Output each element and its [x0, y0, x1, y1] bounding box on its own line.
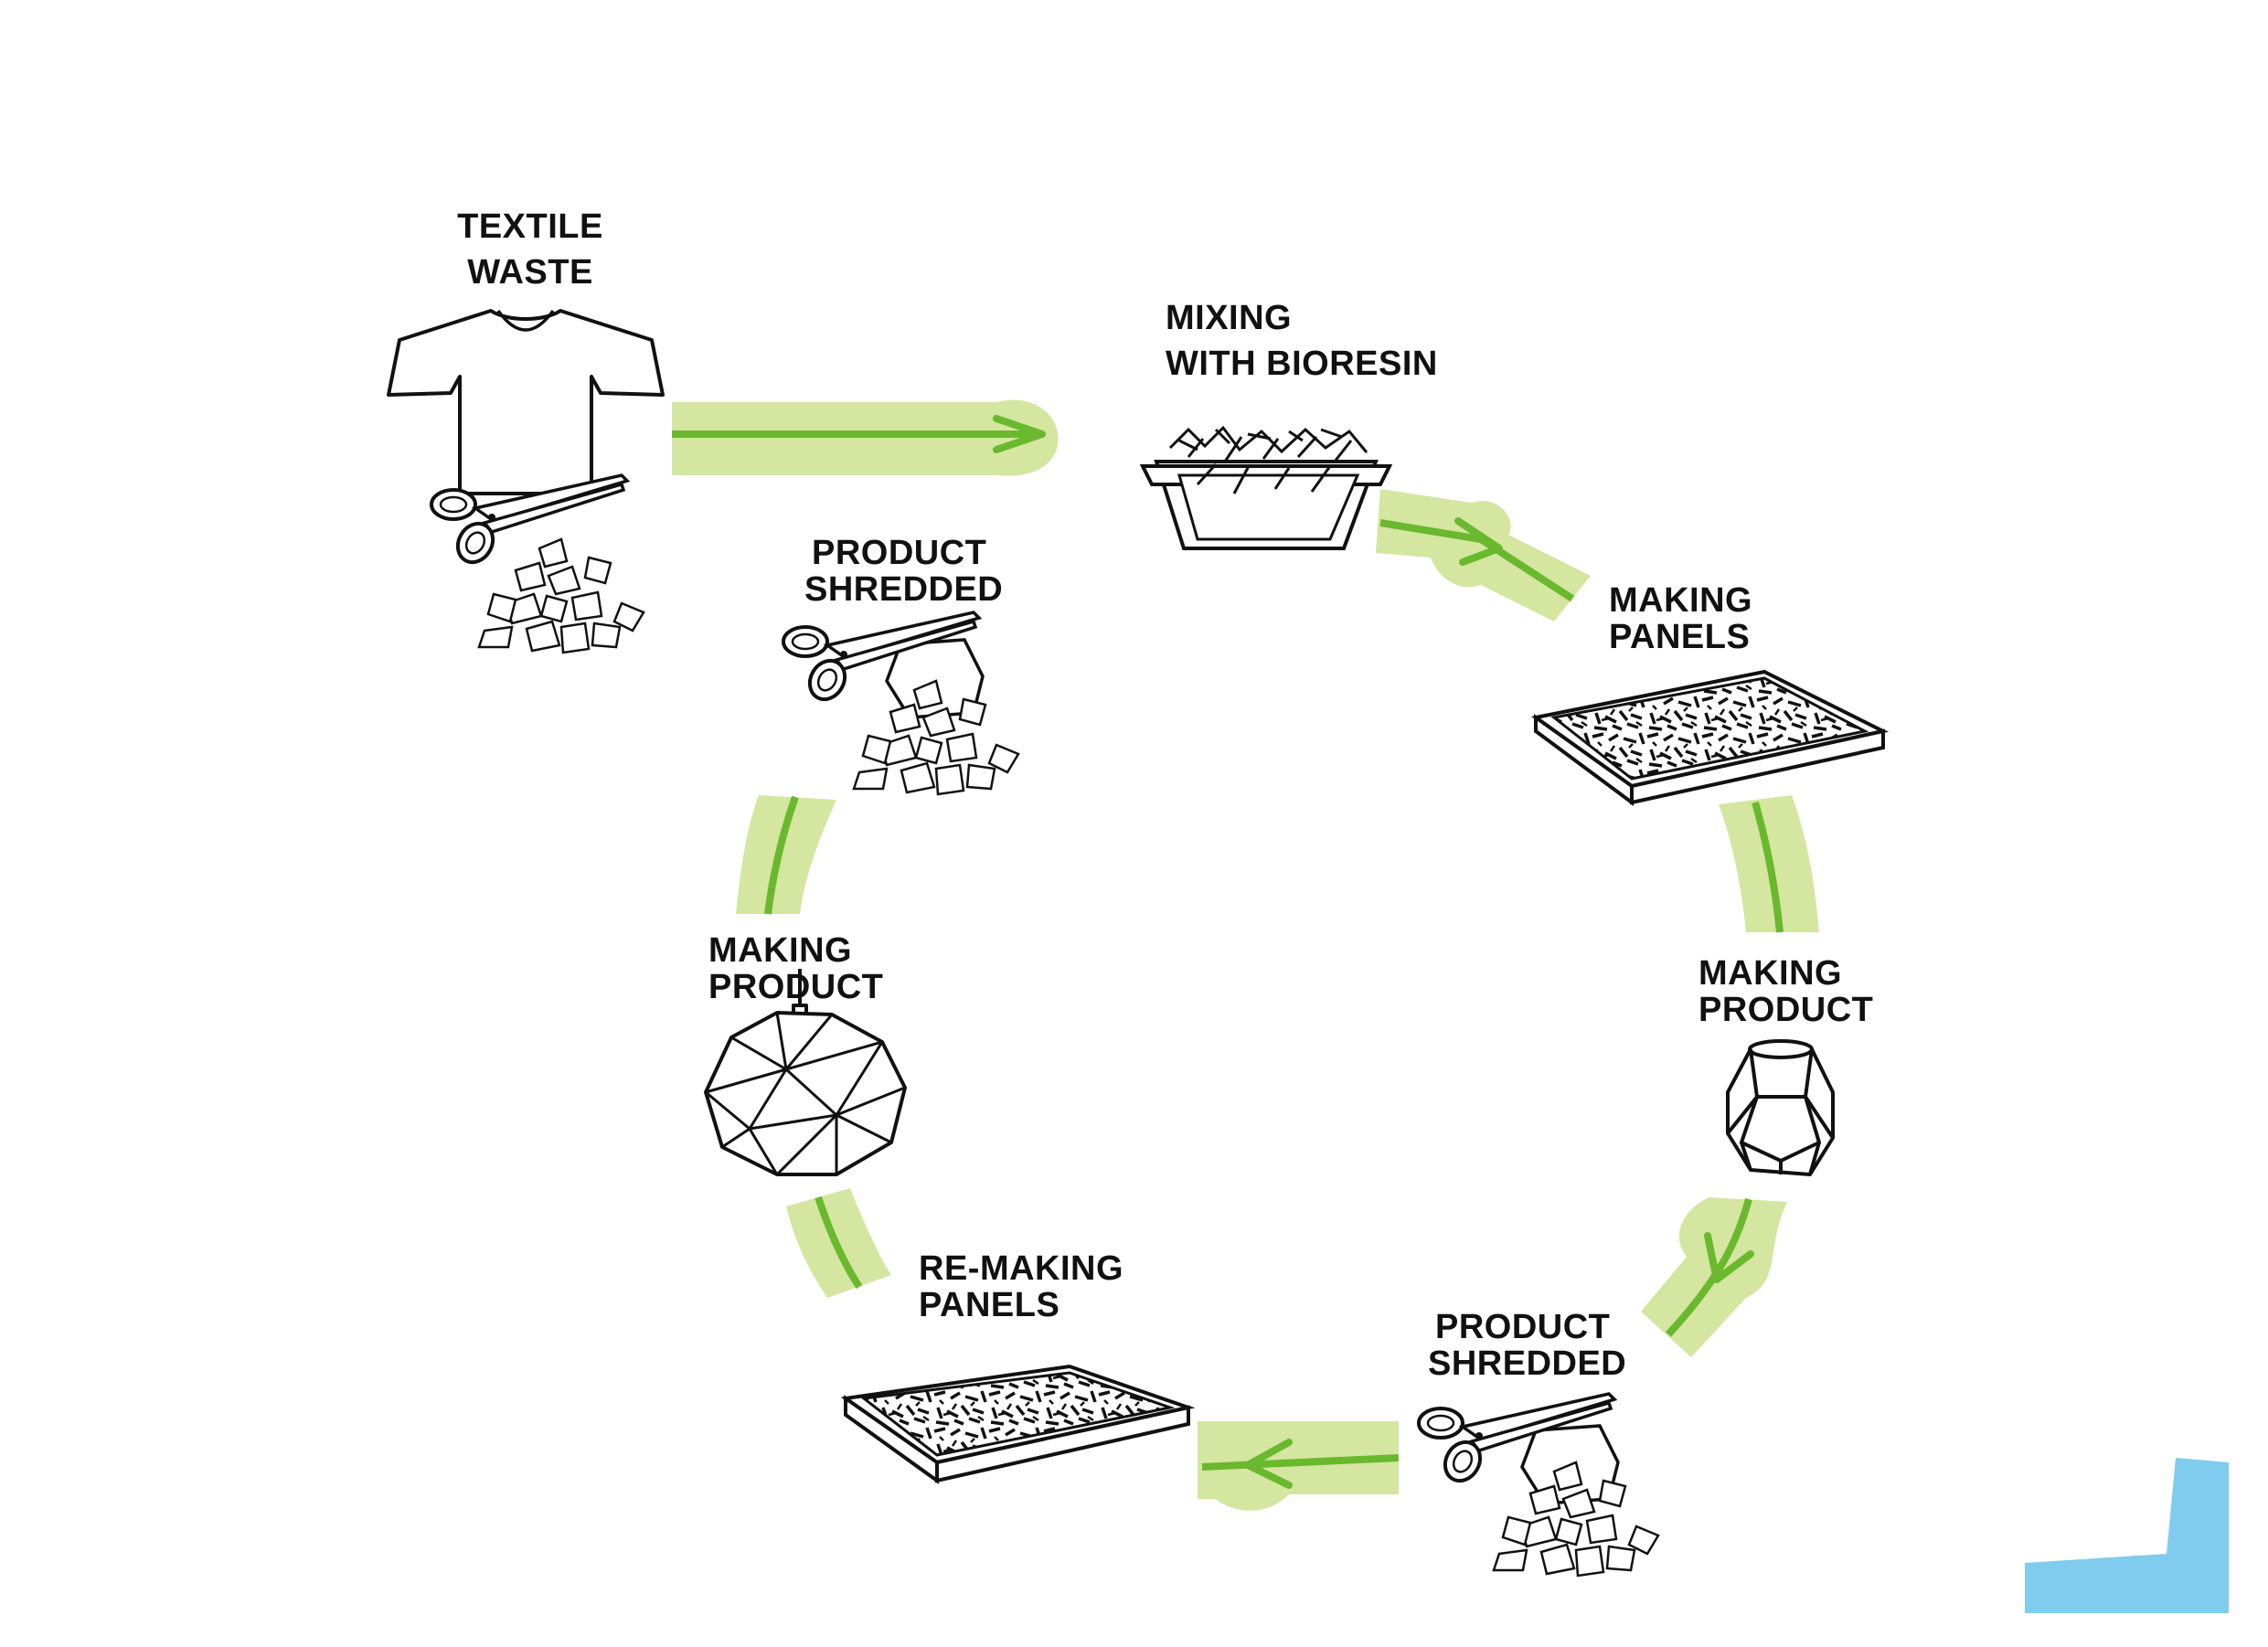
shredded-scraps-icon	[852, 679, 1020, 796]
panel-icon	[840, 1364, 1196, 1484]
step-label-making-panels: MAKING PANELS	[1609, 581, 1753, 656]
flow-arrow-3	[1719, 795, 1819, 933]
flow-arrow-5	[1198, 1421, 1400, 1511]
step-label-making-product-right: MAKING PRODUCT	[1698, 954, 1874, 1029]
faceted-vase-icon	[1726, 1039, 1835, 1176]
t-shirt-icon	[387, 309, 665, 495]
flow-arrow-4	[1641, 1197, 1787, 1357]
step-label-product-shredded-top: PRODUCT SHREDDED	[804, 534, 1004, 609]
flow-arrow-2	[1376, 489, 1591, 622]
step-label-making-product-left: MAKING PRODUCT	[708, 931, 884, 1006]
step-label-remaking-panels: RE-MAKING PANELS	[919, 1249, 1124, 1324]
tray-icon	[1139, 425, 1393, 550]
panel-icon	[1531, 669, 1889, 806]
step-label-mixing: MIXING WITH BIORESIN	[1166, 299, 1438, 383]
shredded-scraps-icon	[1492, 1461, 1660, 1578]
flow-arrow-1	[672, 399, 1059, 476]
shredded-scraps-icon	[477, 537, 645, 654]
flow-arrow-6	[786, 1188, 891, 1298]
flow-arrow-7	[736, 795, 836, 915]
pendant-lamp-icon	[704, 969, 907, 1176]
step-label-product-shredded-bottom: PRODUCT SHREDDED	[1428, 1308, 1627, 1383]
step-label-textile-waste: TEXTILE WASTE	[457, 207, 603, 292]
corner-shape	[2025, 1458, 2229, 1613]
